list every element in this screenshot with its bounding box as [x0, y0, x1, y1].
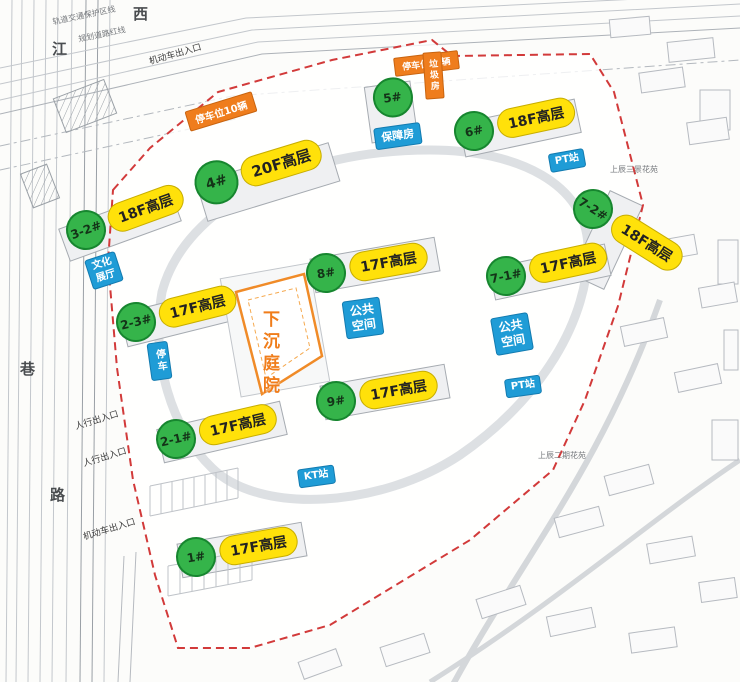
- building-marker-5: 5# 保障房: [366, 74, 423, 151]
- building-marker-4: 4# 20F高层: [189, 129, 327, 210]
- building-marker-2-1: 2-1# 17F高层: [152, 396, 281, 463]
- building-number-badge: 1#: [172, 533, 220, 581]
- rail-protection-line-label: 轨道交通保护区线: [51, 4, 117, 27]
- building-number-badge: 6#: [450, 107, 498, 155]
- pedestrian-entrance-label-2: 人行出入口: [81, 446, 128, 470]
- kt-station-tag: KT站: [296, 464, 336, 488]
- building-marker-8: 8# 17F高层: [302, 235, 431, 297]
- garbage-room-label: 垃圾房: [422, 51, 445, 100]
- street-name-char-xi: 西: [133, 5, 149, 23]
- railway-hatch: [19, 78, 118, 209]
- context-buildings: [117, 15, 740, 682]
- building-marker-7-1: 7-1# 17F高层: [482, 235, 611, 300]
- building-number-badge: 7-1#: [482, 252, 530, 300]
- building-marker-6: 6# 18F高层: [450, 90, 579, 155]
- street-name-char-xiang: 巷: [20, 360, 36, 378]
- welfare-housing-tag: 保障房: [373, 121, 423, 151]
- floor-label: 17F高层: [217, 524, 301, 568]
- building-number-badge: 8#: [302, 249, 350, 297]
- floor-label: 18F高层: [605, 208, 689, 277]
- public-space-tag-center: 公共 空间: [341, 296, 385, 340]
- tag-line: 空间: [351, 316, 377, 334]
- road-red-line-label: 规划道路红线: [77, 25, 127, 44]
- vehicle-entrance-label-south: 机动车出入口: [82, 517, 137, 543]
- inner-ring-road: [154, 145, 593, 504]
- floor-label: 17F高层: [357, 368, 441, 412]
- street-name-char-jiang: 江: [52, 40, 68, 58]
- sunken-courtyard-label: 下沉庭院: [259, 310, 279, 398]
- building-marker-3-2: 3-2# 18F高层: [60, 176, 189, 256]
- site-boundary: [106, 38, 645, 649]
- pt-station-tag-north: PT站: [547, 148, 587, 173]
- floor-label: 17F高层: [196, 401, 280, 449]
- floor-label: 18F高层: [494, 94, 578, 141]
- parking-row-label-west: 停车位10辆: [184, 91, 258, 132]
- floor-label: 20F高层: [236, 135, 326, 190]
- tag-line: 空间: [500, 331, 527, 350]
- floor-label: 17F高层: [347, 240, 431, 284]
- building-number-badge: 3-2#: [60, 204, 112, 256]
- floor-label: 17F高层: [526, 239, 610, 286]
- neighbor-label-southeast: 上辰二期花苑: [538, 451, 586, 460]
- building-number-badge: 4#: [189, 154, 244, 210]
- building-marker-9: 9# 17F高层: [312, 363, 441, 425]
- culture-hall-tag: 文化 展厅: [83, 250, 125, 291]
- pt-station-tag-east: PT站: [503, 374, 543, 398]
- building-number-badge: 2-1#: [152, 415, 200, 463]
- building-marker-2-3: 2-3# 17F高层: [111, 278, 241, 347]
- building-number-badge: 5#: [369, 74, 416, 121]
- sunken-courtyard-outline: [234, 272, 324, 396]
- building-number-badge: 9#: [312, 377, 360, 425]
- neighbor-label-east: 上辰三景花苑: [610, 165, 658, 174]
- building-marker-1: 1# 17F高层: [172, 519, 301, 581]
- pedestrian-entrance-label-1: 人行出入口: [73, 409, 120, 433]
- floor-label: 17F高层: [155, 282, 240, 331]
- vehicle-entrance-label-north: 机动车出入口: [148, 42, 203, 68]
- public-space-tag-east: 公共 空间: [489, 311, 535, 357]
- street-name-char-lu: 路: [50, 486, 66, 504]
- floor-label: 18F高层: [103, 180, 188, 236]
- parking-tag: 停车: [146, 340, 173, 382]
- building-number-badge: 2-3#: [111, 297, 161, 347]
